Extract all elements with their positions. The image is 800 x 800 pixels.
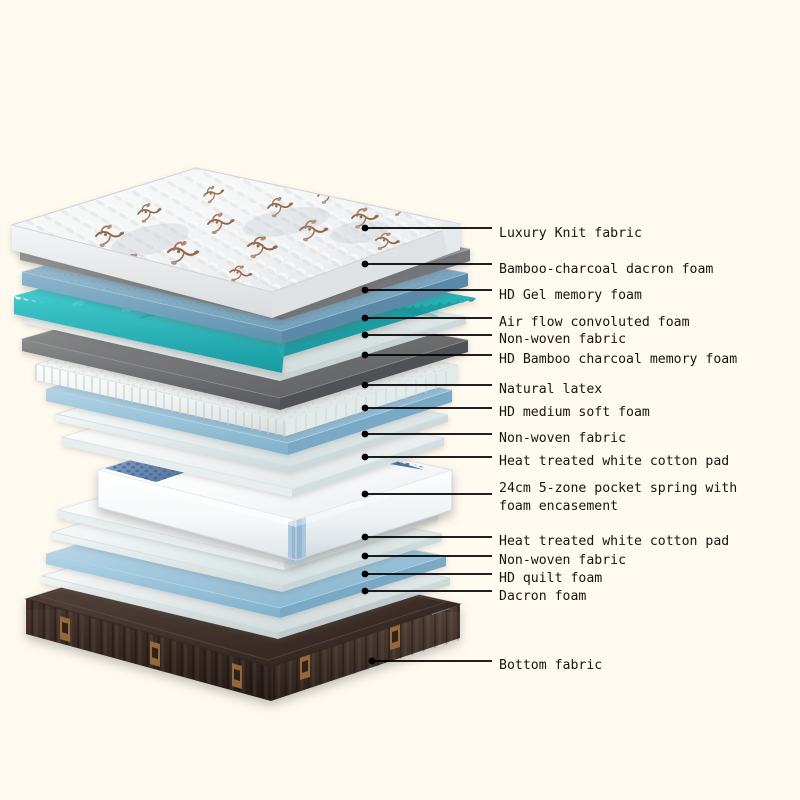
label-natural-latex[interactable]: Natural latex: [499, 382, 603, 397]
label-bamboo-charcoal-dacron-foam[interactable]: Bamboo-charcoal dacron foam: [499, 262, 714, 277]
label-hd-bamboo-charcoal-memory-foam[interactable]: HD Bamboo charcoal memory foam: [499, 352, 738, 367]
leader-dot-hd-gel-memory-foam: [361, 286, 369, 294]
leader-dot-hd-bamboo-charcoal-memory-foam: [361, 351, 369, 359]
leader-dot-heat-treated-white-cotton-pad-top: [361, 453, 369, 461]
label-hd-quilt-foam[interactable]: HD quilt foam: [499, 571, 603, 586]
leader-dots: [361, 224, 376, 665]
leader-dot-non-woven-fabric-top: [361, 331, 369, 339]
label-pocket-spring-unit-line2[interactable]: foam encasement: [499, 499, 619, 514]
leader-dot-bamboo-charcoal-dacron-foam: [361, 260, 369, 268]
label-bottom-fabric[interactable]: Bottom fabric: [499, 658, 603, 673]
leader-dot-natural-latex: [361, 381, 369, 389]
label-air-flow-convoluted-foam[interactable]: Air flow convoluted foam: [499, 315, 690, 330]
leader-dot-air-flow-convoluted-foam: [361, 314, 369, 322]
label-hd-medium-soft-foam[interactable]: HD medium soft foam: [499, 405, 650, 420]
label-non-woven-fabric-top[interactable]: Non-woven fabric: [499, 332, 627, 347]
label-dacron-foam[interactable]: Dacron foam: [499, 589, 587, 604]
leader-dot-heat-treated-white-cotton-pad-bottom: [361, 533, 369, 541]
leader-dot-luxury-knit-fabric: [361, 224, 369, 232]
label-non-woven-fabric-bottom[interactable]: Non-woven fabric: [499, 553, 627, 568]
leader-dot-hd-medium-soft-foam: [361, 404, 369, 412]
label-non-woven-fabric-mid[interactable]: Non-woven fabric: [499, 431, 627, 446]
label-heat-treated-white-cotton-pad-bottom[interactable]: Heat treated white cotton pad: [499, 534, 730, 549]
leader-lines: [365, 227, 492, 662]
label-luxury-knit-fabric[interactable]: Luxury Knit fabric: [499, 226, 642, 241]
leader-dot-pocket-spring-unit: [361, 490, 369, 498]
label-pocket-spring-unit-line1[interactable]: 24cm 5-zone pocket spring with: [499, 481, 738, 496]
label-hd-gel-memory-foam[interactable]: HD Gel memory foam: [499, 288, 642, 303]
leader-dot-dacron-foam: [361, 587, 369, 595]
leader-dot-hd-quilt-foam: [361, 570, 369, 578]
leader-dot-bottom-fabric: [368, 657, 376, 665]
leader-dot-non-woven-fabric-mid: [361, 430, 369, 438]
leader-dot-non-woven-fabric-bottom: [361, 552, 369, 560]
label-heat-treated-white-cotton-pad-top[interactable]: Heat treated white cotton pad: [499, 454, 730, 469]
